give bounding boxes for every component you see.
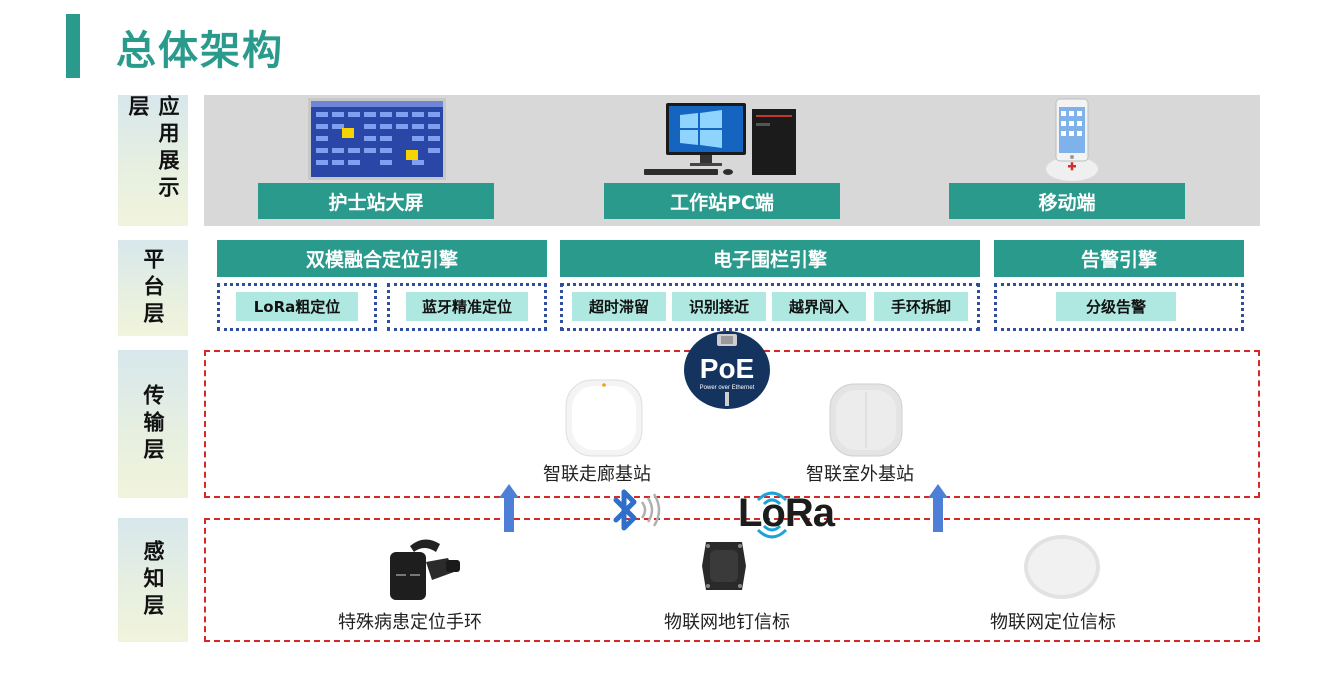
mobile-client-button[interactable]: 移动端	[949, 183, 1185, 219]
uplink-arrow-left-icon	[499, 484, 519, 532]
chip-boundary-intrusion: 越界闯入	[772, 292, 866, 321]
chip-graded-alarm: 分级告警	[1056, 292, 1176, 321]
layer-label-perception: 感知层	[118, 518, 188, 642]
nurse-station-screen-button[interactable]: 护士站大屏	[258, 183, 494, 219]
lora-waves-icon	[756, 491, 788, 539]
poe-badge-subtext: Power over Ethernet	[700, 385, 755, 391]
mobile-client-label: 移动端	[1038, 191, 1096, 214]
workstation-pc-button[interactable]: 工作站PC端	[604, 183, 840, 219]
chip-identify-approach: 识别接近	[672, 292, 766, 321]
patient-wristband-icon	[390, 539, 460, 600]
nurse-station-screen-label: 护士站大屏	[328, 191, 424, 214]
layer-label-transport: 传输层	[118, 350, 188, 498]
poe-badge-icon: PoE Power over Ethernet	[684, 331, 770, 409]
page-title: 总体架构	[116, 28, 284, 74]
outdoor-base-station-label: 智联室外基站	[806, 464, 914, 485]
chip-wristband-removal: 手环拆卸	[874, 292, 968, 321]
workstation-pc-icon	[644, 103, 796, 175]
alarm-engine-header: 告警引擎	[994, 240, 1244, 277]
outdoor-base-station-icon	[829, 383, 903, 457]
dual-mode-positioning-engine-header: 双模融合定位引擎	[217, 240, 547, 277]
corridor-base-station-label: 智联走廊基站	[543, 464, 651, 485]
electronic-fence-engine-header: 电子围栏引擎	[560, 240, 980, 277]
nurse-station-screen-icon	[308, 98, 446, 180]
workstation-pc-label: 工作站PC端	[670, 191, 774, 214]
iot-positioning-beacon-label: 物联网定位信标	[990, 612, 1116, 633]
iot-positioning-beacon-icon	[1024, 535, 1100, 599]
layer-label-application: 应用展示层	[118, 95, 188, 226]
chip-lora-coarse-positioning: LoRa粗定位	[236, 292, 358, 321]
chip-timeout-stay: 超时滞留	[572, 292, 666, 321]
perception-layer-box	[204, 518, 1260, 642]
title-accent-bar	[66, 14, 80, 78]
ground-nail-beacon-icon	[702, 542, 746, 590]
bluetooth-icon	[613, 489, 661, 531]
application-panel: 护士站大屏 工作站PC端 移动端	[204, 95, 1260, 226]
poe-badge-text: PoE	[700, 353, 754, 384]
mobile-device-icon	[1046, 98, 1098, 181]
ground-nail-beacon-label: 物联网地钉信标	[664, 612, 790, 633]
patient-wristband-label: 特殊病患定位手环	[338, 612, 482, 633]
chip-bluetooth-precise-positioning: 蓝牙精准定位	[406, 292, 528, 321]
layer-label-platform: 平台层	[118, 240, 188, 336]
lora-logo: LoRa	[738, 491, 835, 535]
corridor-base-station-icon	[565, 379, 643, 457]
uplink-arrow-right-icon	[928, 484, 948, 532]
